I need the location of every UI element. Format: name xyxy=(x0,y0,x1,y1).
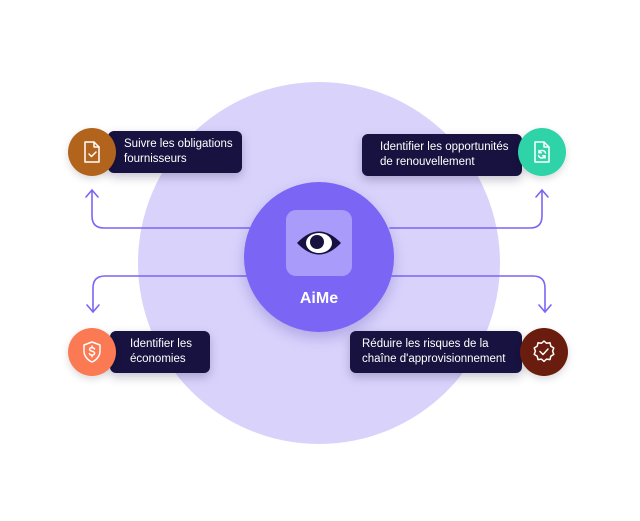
connector-top-left xyxy=(91,189,251,229)
outcome-label-track-obligations: Suivre les obligations fournisseurs xyxy=(108,131,242,173)
outcome-icon-track-obligations xyxy=(68,128,116,176)
document-check-icon xyxy=(84,141,100,163)
outcome-text: Identifier les opportunités de renouvell… xyxy=(380,141,509,168)
outcome-label-identify-savings: Identifier les économies xyxy=(110,331,210,373)
outcome-icon-renewal-opportunities xyxy=(518,128,566,176)
arrow-bottom-right xyxy=(538,304,552,313)
outcome-text: Réduire les risques de la chaîne d'appro… xyxy=(362,338,506,365)
connector-bottom-left xyxy=(92,275,249,313)
document-refresh-icon xyxy=(534,141,550,163)
check-badge-icon xyxy=(533,340,555,363)
eye-icon xyxy=(297,231,341,255)
aime-hub: AiMe xyxy=(244,182,394,332)
outcome-icon-identify-savings xyxy=(68,328,116,376)
connector-top-right xyxy=(389,189,543,229)
hub-label: AiMe xyxy=(299,290,339,307)
dollar-shield-icon xyxy=(83,341,101,363)
outcome-label-renewal-opportunities: Identifier les opportunités de renouvell… xyxy=(362,134,522,176)
hub-icon-tile xyxy=(286,210,352,276)
outcome-text: Suivre les obligations fournisseurs xyxy=(124,138,233,165)
outcome-icon-reduce-supply-risks xyxy=(520,328,568,376)
outcome-label-reduce-supply-risks: Réduire les risques de la chaîne d'appro… xyxy=(350,331,522,373)
arrow-top-right xyxy=(535,189,549,198)
arrow-bottom-left xyxy=(86,304,100,313)
outcome-text: Identifier les économies xyxy=(130,338,193,365)
arrow-top-left xyxy=(85,189,99,198)
connector-bottom-right xyxy=(391,275,546,313)
